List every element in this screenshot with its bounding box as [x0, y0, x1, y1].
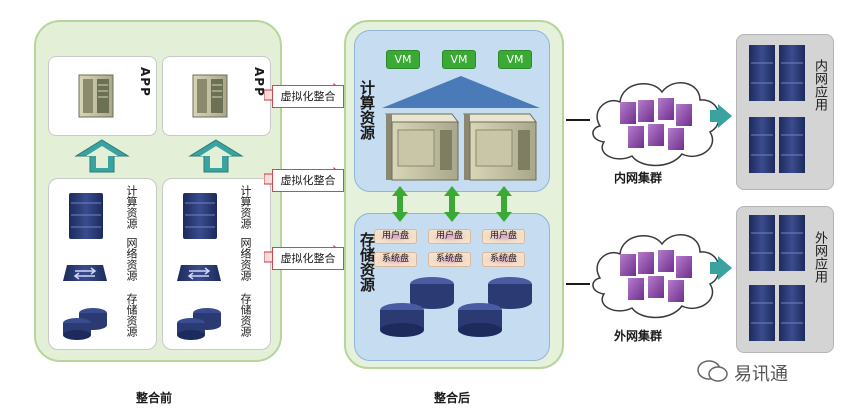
storage-label: 存储资源 — [125, 293, 138, 337]
virtualization-label-2: 虚拟化整合 — [272, 169, 344, 192]
network-switch-icon — [177, 265, 221, 281]
external-cluster-label: 外网集群 — [614, 329, 663, 343]
user-disk-3: 用户盘 — [482, 229, 525, 244]
before-caption: 整合前 — [136, 391, 173, 405]
double-arrow-icons — [392, 186, 512, 222]
server-rack-icon — [69, 193, 103, 239]
up-arrow-icon — [74, 139, 130, 173]
resource-box-1: 计算资源 网络资源 存储资源 — [48, 178, 157, 350]
internal-cluster-cloud-icon — [566, 82, 732, 167]
user-disk-1: 用户盘 — [374, 229, 417, 244]
system-disk-3: 系统盘 — [482, 252, 525, 267]
up-arrow-icon — [188, 139, 244, 173]
system-disk-1: 系统盘 — [374, 252, 417, 267]
external-cluster-cloud-icon — [566, 234, 732, 319]
app-servers-icon — [749, 45, 805, 173]
internal-app-label: 内网应用 — [812, 59, 827, 111]
app-server-icon — [192, 74, 228, 118]
system-disk-2: 系统盘 — [428, 252, 471, 267]
compute-title: 计算资源 — [358, 80, 376, 140]
network-switch-icon — [63, 265, 107, 281]
network-label: 网络资源 — [125, 237, 138, 281]
storage-disk-icon — [63, 308, 107, 340]
app-server-icon — [78, 74, 114, 118]
app-label: APP — [138, 67, 152, 97]
internal-cluster-label: 内网集群 — [614, 171, 663, 185]
after-caption: 整合后 — [434, 391, 471, 405]
resource-box-2: 计算资源 网络资源 存储资源 — [162, 178, 271, 350]
vm-badge-2: VM — [442, 50, 476, 69]
app-servers-icon — [749, 215, 805, 341]
virtualization-label-3: 虚拟化整合 — [272, 247, 344, 270]
vm-badge-1: VM — [386, 50, 420, 69]
external-app-label: 外网应用 — [812, 231, 827, 283]
watermark-text: 易讯通 — [734, 364, 788, 385]
server-rack-icon — [183, 193, 217, 239]
storage-label: 存储资源 — [239, 293, 252, 337]
app-box-2: APP — [162, 56, 271, 136]
external-app-box: 外网应用 — [736, 206, 834, 353]
compute-label: 计算资源 — [125, 185, 138, 229]
app-box-1: APP — [48, 56, 157, 136]
vm-badge-3: VM — [498, 50, 532, 69]
storage-title: 存储资源 — [358, 232, 376, 292]
storage-disk-icon — [177, 308, 221, 340]
internal-app-box: 内网应用 — [736, 34, 834, 190]
virtualization-label-1: 虚拟化整合 — [272, 85, 344, 108]
compute-servers-icon — [382, 76, 540, 181]
user-disk-2: 用户盘 — [428, 229, 471, 244]
wechat-icon — [697, 360, 728, 382]
network-label: 网络资源 — [239, 237, 252, 281]
compute-label: 计算资源 — [239, 185, 252, 229]
app-label: APP — [252, 67, 266, 97]
storage-cylinders-icon — [380, 277, 532, 337]
